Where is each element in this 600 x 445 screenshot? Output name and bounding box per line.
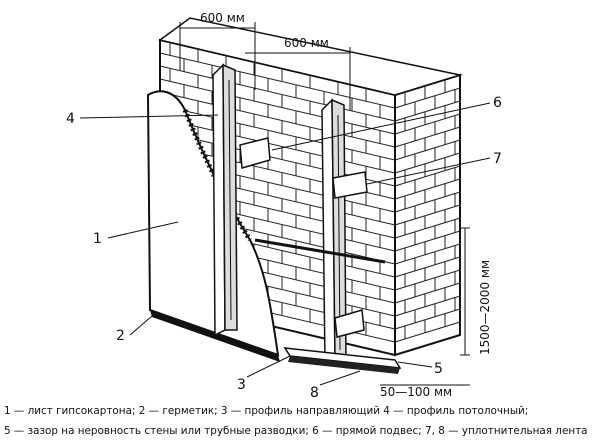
sealing-tape <box>254 238 386 264</box>
callout-7: 7 <box>493 151 502 167</box>
ceiling-profile-left <box>212 63 238 337</box>
guide-profile <box>283 347 402 374</box>
ceiling-profile-right <box>321 98 347 367</box>
direct-hangers <box>239 137 368 338</box>
callout-5: 5 <box>434 361 443 377</box>
callout-8: 8 <box>310 385 319 401</box>
callout-4: 4 <box>66 111 75 127</box>
dimension-lines <box>179 22 470 386</box>
dim-hanger-step: 1500—2000 мм <box>478 260 492 355</box>
callout-leaders <box>79 102 491 386</box>
callout-1: 1 <box>93 231 102 247</box>
caption-line-2: 5 — зазор на неровность стены или трубны… <box>4 425 588 437</box>
dim-spacing-right: 600 мм <box>284 36 329 50</box>
callout-3: 3 <box>237 377 246 393</box>
dim-spacing-left: 600 мм <box>200 11 245 25</box>
caption-line-1: 1 — лист гипсокартона; 2 — герметик; 3 —… <box>4 405 529 417</box>
callout-6: 6 <box>493 95 502 111</box>
dim-gap: 50—100 мм <box>380 385 452 399</box>
callout-2: 2 <box>116 328 125 344</box>
